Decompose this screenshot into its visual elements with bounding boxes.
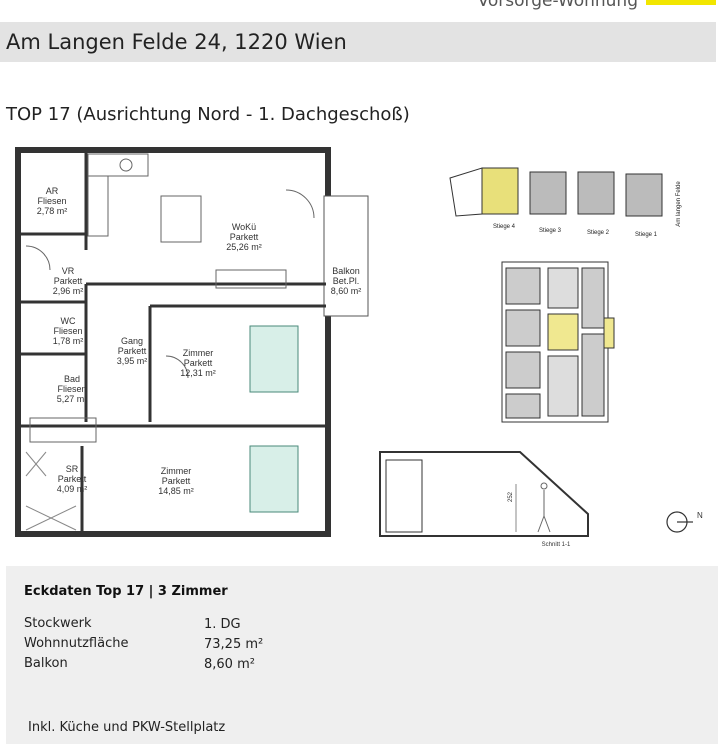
site-plan: Stiege 4 Stiege 3 Stiege 2 Stiege 1 Am l…	[449, 167, 682, 238]
page-title: Am Langen Felde 24, 1220 Wien	[6, 30, 347, 54]
living-area-value: 73,25 m²	[204, 637, 264, 652]
room-ar-floor: Fliesen	[37, 196, 66, 206]
room-gang-name: Gang	[121, 336, 143, 346]
street-label: Am langen Felde	[676, 181, 682, 227]
room-balkon-floor: Bet.Pl.	[333, 276, 360, 286]
room-gang-area: 3,95 m²	[117, 356, 148, 366]
room-sr-area: 4,09 m²	[57, 484, 88, 494]
tagline: Vorsorge-Wohnung	[477, 0, 638, 11]
room-vr-name: VR	[62, 266, 75, 276]
room-ar-area: 2,78 m²	[37, 206, 68, 216]
top-strip: Vorsorge-Wohnung	[0, 0, 718, 14]
room-sr-name: SR	[66, 464, 79, 474]
room-bad-area: 5,27 m²	[57, 394, 88, 404]
balcony-value: 8,60 m²	[204, 657, 255, 672]
room-balkon-name: Balkon	[332, 266, 360, 276]
room-vr-area: 2,96 m²	[53, 286, 84, 296]
included-note: Inkl. Küche und PKW-Stellplatz	[28, 720, 226, 735]
room-bad-floor: Fliesen	[57, 384, 86, 394]
key-data-box: Eckdaten Top 17 | 3 Zimmer Stockwerk 1. …	[6, 566, 718, 744]
outer-wall	[15, 147, 331, 537]
room-wc-area: 1,78 m²	[53, 336, 84, 346]
room-sr-floor: Parkett	[58, 474, 87, 484]
unit-subtitle: TOP 17 (Ausrichtung Nord - 1. Dachgescho…	[6, 104, 410, 125]
stiege-1-label: Stiege 1	[635, 232, 658, 238]
room-ar-name: AR	[46, 186, 59, 196]
unit-highlight	[481, 167, 519, 215]
room-bad-name: Bad	[64, 374, 80, 384]
title-bar: Am Langen Felde 24, 1220 Wien	[0, 22, 716, 62]
room-zimmer2-area: 14,85 m²	[158, 486, 194, 496]
stiege-3-label: Stiege 3	[539, 228, 562, 234]
room-zimmer2-name: Zimmer	[161, 466, 192, 476]
floor-overview	[501, 261, 615, 423]
living-area-label: Wohnnutzfläche	[24, 636, 129, 651]
room-wokue-floor: Parkett	[230, 232, 259, 242]
floor-label: Stockwerk	[24, 616, 92, 631]
room-wc-name: WC	[61, 316, 76, 326]
room-wokue-name: WoKü	[232, 222, 256, 232]
room-wokue-area: 25,26 m²	[226, 242, 262, 252]
room-zimmer1-area: 12,31 m²	[180, 368, 216, 378]
room-zimmer2-floor: Parkett	[162, 476, 191, 486]
section-height-label: 252	[508, 491, 514, 502]
accent-bar	[646, 0, 716, 5]
section-label: Schnitt 1-1	[542, 542, 571, 548]
room-gang-floor: Parkett	[118, 346, 147, 356]
section-drawing: 252 Schnitt 1-1	[379, 451, 589, 548]
stiege-2-label: Stiege 2	[587, 230, 610, 236]
room-zimmer1-name: Zimmer	[183, 348, 214, 358]
stiege-4-label: Stiege 4	[493, 224, 516, 230]
balcony-outline	[323, 195, 369, 317]
floor-value: 1. DG	[204, 617, 241, 632]
room-balkon-area: 8,60 m²	[331, 286, 362, 296]
balcony-label: Balkon	[24, 656, 68, 671]
room-zimmer1-floor: Parkett	[184, 358, 213, 368]
room-wc-floor: Fliesen	[53, 326, 82, 336]
room-vr-floor: Parkett	[54, 276, 83, 286]
north-label: N	[697, 511, 703, 520]
north-arrow-icon: N	[666, 511, 703, 533]
key-data-heading: Eckdaten Top 17 | 3 Zimmer	[24, 584, 228, 599]
